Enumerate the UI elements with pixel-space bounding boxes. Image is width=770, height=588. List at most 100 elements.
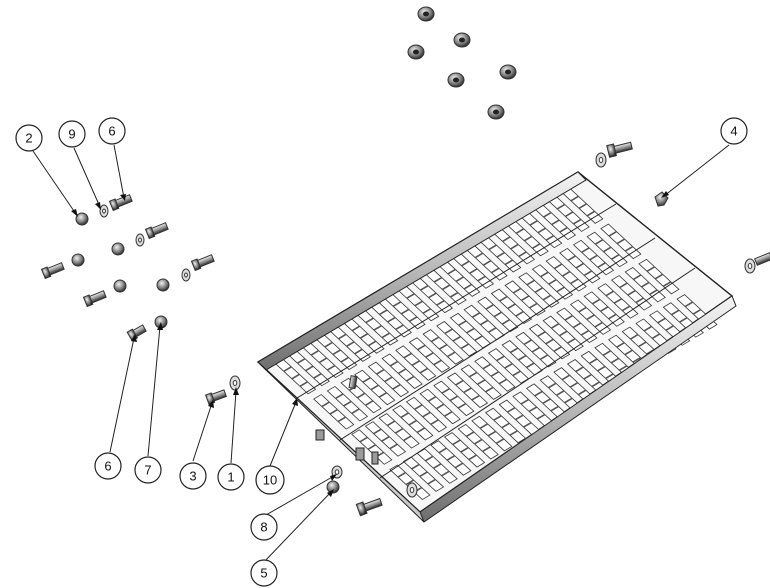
grate-rung [671,309,680,316]
fastener-cluster-top [407,6,517,120]
item-balloon-4: 4 [720,117,748,145]
nut-icon [156,278,170,292]
grate-rung [370,384,379,391]
grate-rung [414,404,423,411]
grate-rung [488,327,497,333]
deck-end-tab [355,447,365,461]
arrowhead-10 [292,398,298,406]
washer-icon [181,268,191,282]
grate-rung [482,363,491,370]
grate-rung [556,286,565,293]
grate-rung [406,293,415,299]
grate-rung [487,430,497,437]
grate-rung [441,284,451,291]
item-number: 8 [260,520,267,535]
grate-rung [611,254,620,260]
item-number: 2 [25,131,32,146]
grate-rung [386,420,396,427]
grate-rung [608,313,617,320]
grate-rung [454,462,464,469]
grate-rung [523,235,533,242]
grate-rung [534,287,543,293]
fastener-set-right-top [595,141,669,207]
item-number: 6 [104,459,111,474]
item-number: 1 [227,470,234,485]
grate-rung [504,259,514,266]
grate-rung [577,389,587,396]
grate-rung [548,382,557,389]
grate-rung [542,294,552,301]
arrowhead-9 [95,202,101,210]
grate-rung [572,322,582,329]
grate-rung [537,227,546,234]
grate-rung [618,365,628,371]
grate-rung [318,357,328,364]
grate-rung [586,210,596,217]
grate-rung [433,276,443,283]
grate-rung [441,470,450,477]
arrowhead-2 [71,209,78,217]
grate-rung [460,343,470,350]
grate-rung [299,381,308,387]
grate-rung [526,279,535,286]
grate-rung [529,220,538,226]
grate-rung [335,393,344,400]
grate-rung [561,270,571,277]
nut-icon [499,64,517,80]
grate-rung [460,446,469,453]
grate-rung [362,377,371,383]
item-number: 4 [730,124,737,139]
grate-rung [507,303,516,310]
grate-rung [433,463,442,470]
item-balloon-9: 9 [58,120,86,148]
grate-rung [621,305,631,312]
grate-rung [479,423,488,430]
arrowhead-5 [327,489,334,497]
washer-icon [99,204,109,218]
grate-rung [447,268,456,275]
grate-rung [422,411,431,418]
nut-icon [326,480,340,494]
grate-rung [493,415,502,421]
grate-rung [649,289,658,296]
grate-rung [556,390,565,396]
arrowhead-6-top [120,194,126,201]
grate-rung [477,379,486,386]
item-balloon-5: 5 [250,559,278,587]
grate-rung [329,408,338,415]
fastener-cluster-left [40,194,215,342]
grate-rung [381,436,390,442]
grate-rung [438,447,447,454]
nut-icon [407,44,425,60]
grate-rung [542,398,551,405]
grate-rung [417,344,426,351]
grate-rung [430,336,440,343]
bolt-icon [606,141,633,158]
leader-line-10 [269,401,297,467]
grate-rung [474,438,483,445]
grate-rung [425,352,434,358]
grate-rung [471,312,481,318]
grate-rung [605,290,614,297]
arrowhead-4 [661,191,669,198]
item-number: 5 [260,566,267,581]
item-number: 9 [68,127,75,142]
item-balloon-1: 1 [217,463,245,491]
grate-rung [561,374,571,381]
grate-rung [600,306,609,312]
grate-rung [543,211,552,218]
grate-rung [657,317,666,324]
grate-rung [627,289,636,296]
grate-rung [365,317,374,324]
deck-end-tab [371,451,379,465]
item-number: 7 [144,463,151,478]
grate-rung [536,413,546,420]
grate-rung [632,274,642,281]
grate-rung [512,370,521,377]
grate-rung [679,317,688,323]
grate-rung [305,365,314,372]
grate-rung [501,318,511,325]
grate-rung [545,338,554,345]
grate-rung [351,325,361,332]
grate-rung [359,333,369,339]
